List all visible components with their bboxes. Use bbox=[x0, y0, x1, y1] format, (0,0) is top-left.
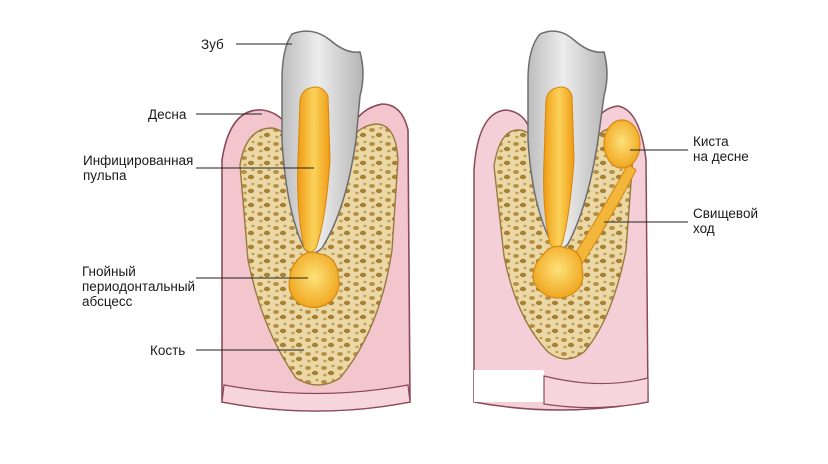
label-abscess: Гнойный периодонтальный абсцесс bbox=[82, 264, 196, 309]
leader-lines bbox=[196, 43, 688, 351]
label-gum-cyst: Киста на десне bbox=[693, 134, 749, 164]
label-tooth: Зуб bbox=[201, 37, 224, 52]
label-fistula: Свищевой ход bbox=[693, 206, 758, 236]
gum-cyst bbox=[603, 119, 641, 169]
label-infected-pulp: Инфицированная пульпа bbox=[83, 153, 194, 183]
label-gum: Десна bbox=[148, 107, 187, 122]
label-bone: Кость bbox=[150, 343, 186, 358]
right-abscess bbox=[532, 245, 584, 299]
fistula-tract bbox=[569, 163, 637, 271]
right-tooth-diagram bbox=[473, 30, 649, 411]
left-tooth-diagram bbox=[221, 30, 411, 412]
left-abscess bbox=[288, 251, 340, 309]
